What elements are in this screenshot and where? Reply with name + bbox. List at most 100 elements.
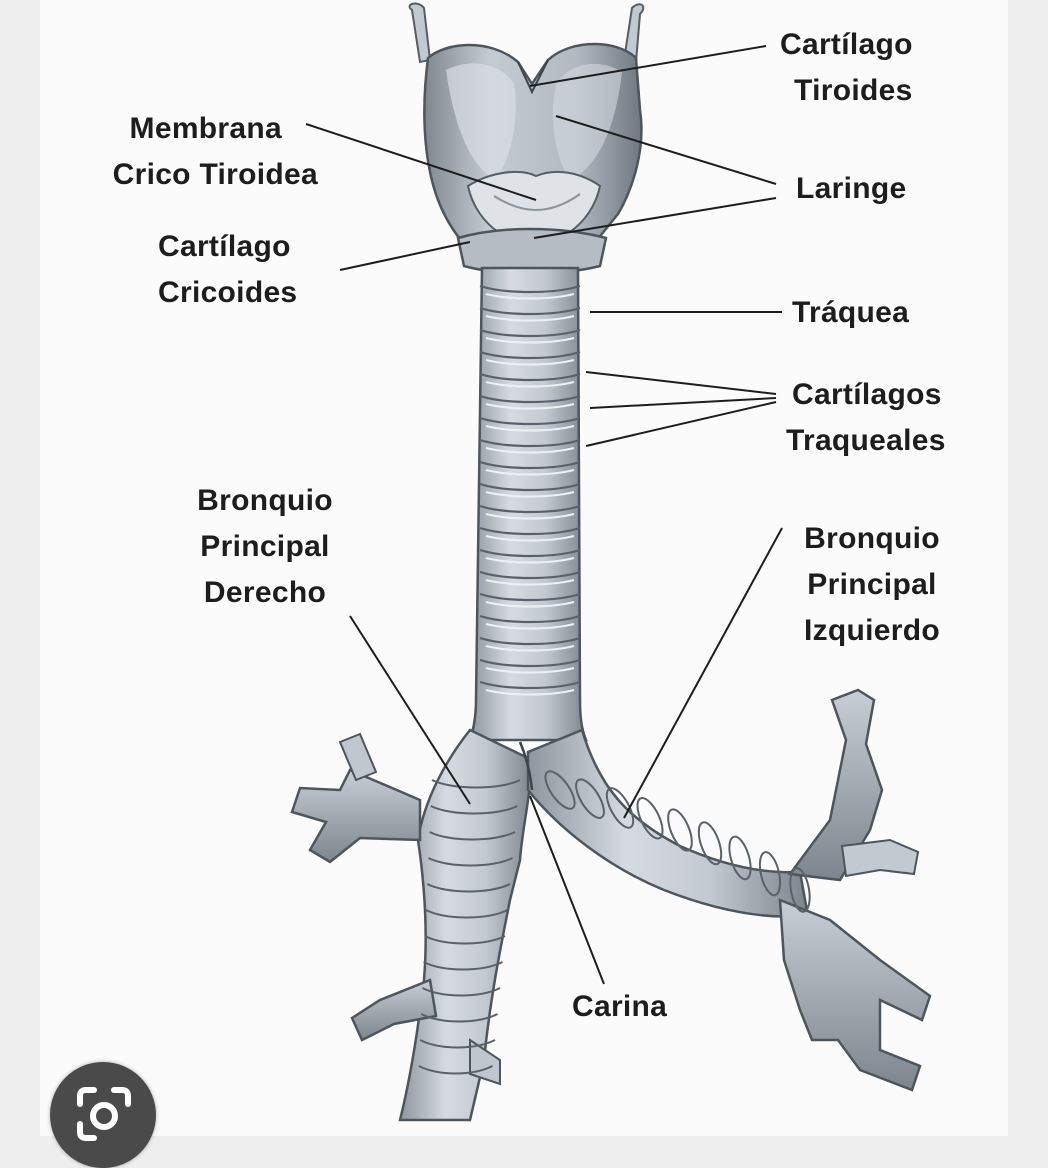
- right-bronchus-rings: [418, 779, 521, 1075]
- tracheal-ring: [479, 328, 581, 338]
- bronchial-ring: [423, 961, 503, 971]
- tracheal-ring: [479, 592, 581, 602]
- tracheal-rings: [479, 284, 581, 696]
- bronchial-ring: [424, 935, 506, 945]
- left-bronchus-rings: [544, 770, 811, 913]
- tracheal-ring-highlight: [485, 293, 575, 300]
- tracheal-ring: [479, 614, 581, 624]
- bronchial-ring: [431, 779, 521, 789]
- tracheal-ring: [479, 526, 581, 536]
- left-bronchus-group: [526, 688, 932, 1092]
- bronchial-ring: [429, 831, 516, 841]
- bronchial-ring: [427, 857, 513, 867]
- tracheal-ring-highlight: [485, 359, 575, 366]
- label-cartilago-cricoides: Cartílago Cricoides: [158, 224, 297, 316]
- carina-fold: [518, 741, 534, 791]
- label-line: Crico Tiroidea: [112, 158, 318, 191]
- tracheal-ring-highlight: [485, 623, 575, 630]
- thyroid-shading: [446, 63, 516, 180]
- right-bronchus-group: [290, 728, 534, 1122]
- tracheal-ring: [479, 350, 581, 360]
- label-line: Carina: [572, 990, 668, 1023]
- label-membrana-crico-tiroidea: Membrana Crico Tiroidea: [113, 106, 318, 198]
- tracheal-ring-highlight: [485, 557, 575, 564]
- bronchial-ring: [420, 1013, 498, 1023]
- thyroid-notch: [517, 59, 549, 95]
- label-line: Cartílago: [780, 28, 913, 61]
- label-line: Cartílagos: [792, 378, 942, 411]
- label-line: Traqueales: [786, 424, 946, 457]
- label-line: Principal: [200, 530, 330, 563]
- leader-lines: [305, 45, 783, 985]
- bronchial-ring: [419, 1039, 496, 1049]
- tracheal-ring: [479, 284, 581, 294]
- label-bronquio-principal-izquierdo: Bronquio Principal Izquierdo: [784, 516, 960, 654]
- tracheal-ring-highlight: [485, 535, 575, 542]
- leader-carina: [529, 795, 605, 985]
- bronchial-ring: [544, 770, 576, 810]
- larynx-group: [408, 2, 645, 275]
- page: Cartílago Tiroides Membrana Crico Tiroid…: [40, 0, 1008, 1168]
- tracheal-ring-highlight: [485, 337, 575, 344]
- leader-laringe-2: [533, 197, 777, 239]
- tracheal-ring-highlight: [485, 403, 575, 410]
- label-line: Principal: [807, 568, 937, 601]
- right-upper-lobe-bronchus: [290, 768, 422, 864]
- label-line: Tiroides: [794, 74, 913, 107]
- tracheal-ring: [479, 504, 581, 514]
- tracheal-ring-highlight: [485, 315, 575, 322]
- label-carina: Carina: [572, 984, 667, 1030]
- left-lower-lobe-bronchus: [778, 898, 932, 1092]
- bronchial-ring: [430, 805, 518, 815]
- tracheal-ring-highlight: [485, 491, 575, 498]
- leader-cricoid: [339, 241, 471, 271]
- bronchial-ring: [728, 835, 752, 881]
- label-line: Tráquea: [792, 296, 910, 329]
- tracheal-ring: [479, 460, 581, 470]
- bronchial-ring: [789, 867, 811, 913]
- leader-membrane: [305, 123, 537, 201]
- tracheal-ring: [479, 680, 581, 690]
- thyroid-superior-horn-right: [622, 3, 645, 64]
- label-line: Cricoides: [158, 276, 298, 309]
- bronchial-ring: [667, 808, 693, 852]
- tracheal-ring: [479, 570, 581, 580]
- trachea-illustration: [290, 2, 932, 1122]
- leader-rings-3: [585, 401, 777, 447]
- leader-laringe-1: [555, 115, 777, 185]
- right-main-bronchus: [398, 728, 534, 1122]
- bronchial-ring: [605, 787, 635, 829]
- lens-button[interactable]: [50, 1062, 156, 1168]
- tracheal-ring: [479, 372, 581, 382]
- tracheal-ring: [479, 636, 581, 646]
- thyroid-superior-horn-left: [408, 2, 432, 64]
- right-lower-branch-2: [469, 1038, 501, 1086]
- bronchial-ring: [636, 797, 664, 840]
- membrane-fold: [493, 193, 581, 212]
- right-lower-branch: [350, 978, 438, 1042]
- label-bronquio-principal-derecho: Bronquio Principal Derecho: [180, 478, 350, 616]
- tracheal-ring: [479, 438, 581, 448]
- tracheal-ring-highlight: [485, 425, 575, 432]
- label-cartilago-tiroides: Cartílago Tiroides: [780, 22, 913, 114]
- tracheal-ring: [479, 394, 581, 404]
- bronchial-ring: [418, 1065, 493, 1075]
- label-line: Bronquio: [197, 484, 333, 517]
- right-apical-branch: [338, 732, 378, 782]
- leader-right-bronchus: [349, 615, 471, 805]
- cricothyroid-membrane: [466, 170, 602, 233]
- trachea-group: [468, 266, 588, 742]
- tracheal-ring-highlight: [485, 645, 575, 652]
- tracheal-ring-highlight: [485, 579, 575, 586]
- tracheal-ring: [479, 416, 581, 426]
- tracheal-ring-highlight: [485, 667, 575, 674]
- label-laringe: Laringe: [796, 166, 906, 212]
- bronchial-ring: [697, 821, 723, 866]
- tracheal-ring-highlight: [485, 601, 575, 608]
- label-cartilagos-traqueales: Cartílagos Traqueales: [786, 372, 946, 464]
- tracheal-ring: [479, 482, 581, 492]
- leader-rings-1: [585, 371, 777, 395]
- label-line: Laringe: [796, 172, 907, 205]
- bronchial-ring: [426, 883, 511, 893]
- tracheal-ring-highlight: [485, 513, 575, 520]
